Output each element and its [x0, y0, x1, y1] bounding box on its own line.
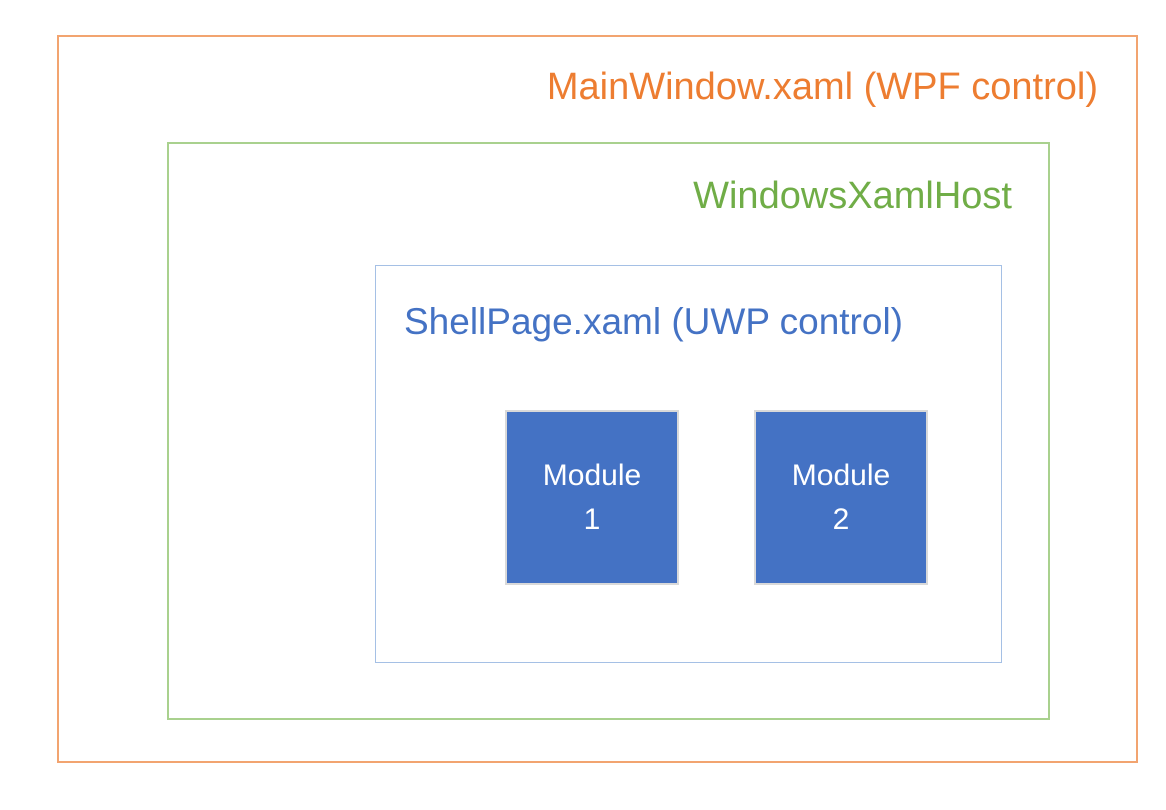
- shellpage-uwp-label: ShellPage.xaml (UWP control): [404, 301, 903, 342]
- module-1-box: Module 1: [505, 410, 679, 585]
- module-2-number: 2: [832, 502, 850, 536]
- mainwindow-wpf-label: MainWindow.xaml (WPF control): [546, 66, 1098, 108]
- module-2-title: Module: [791, 459, 891, 492]
- shellpage-uwp-box: ShellPage.xaml (UWP control) Module 1 Mo…: [375, 265, 1002, 663]
- mainwindow-wpf-box: MainWindow.xaml (WPF control) WindowsXam…: [57, 35, 1138, 763]
- windows-xaml-host-label: WindowsXamlHost: [693, 175, 1012, 217]
- module-2-box: Module 2: [754, 410, 928, 585]
- module-1-number: 1: [583, 502, 601, 536]
- module-1-title: Module: [542, 459, 642, 492]
- windows-xaml-host-box: WindowsXamlHost ShellPage.xaml (UWP cont…: [167, 142, 1050, 720]
